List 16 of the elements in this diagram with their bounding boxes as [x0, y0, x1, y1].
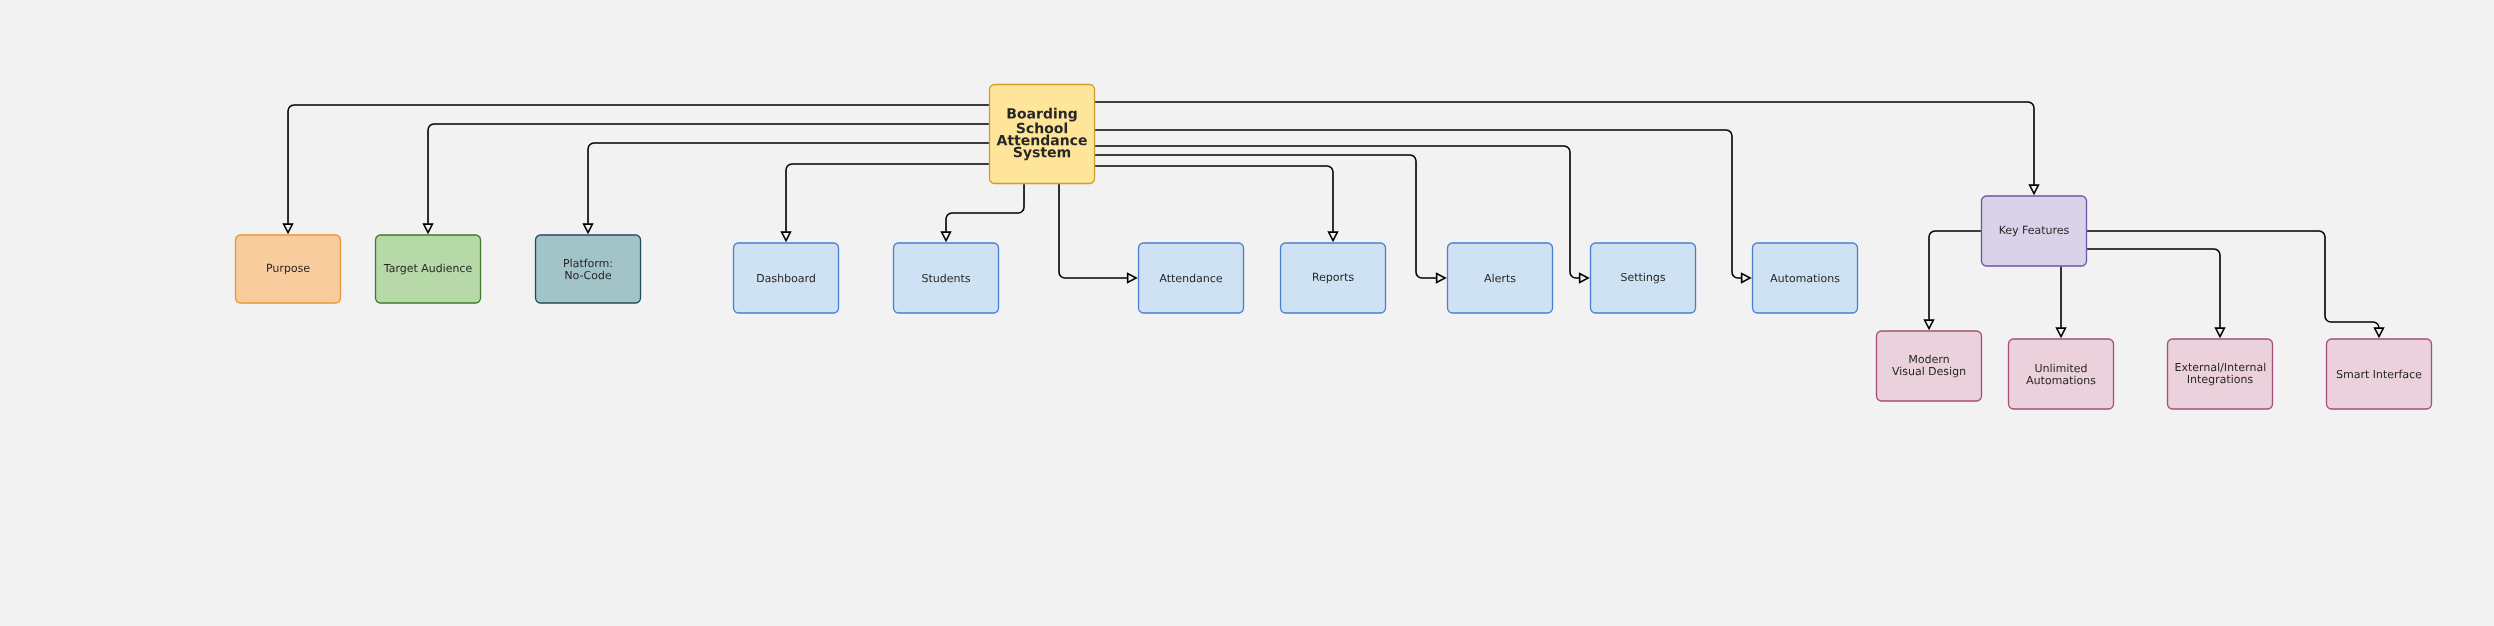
topic-box: Attendance	[1137, 242, 1245, 314]
topic-box: Purpose	[234, 234, 342, 304]
topic-box: Smart Interface	[2325, 338, 2433, 410]
topic-box: Alerts	[1446, 242, 1554, 314]
topic-box: Unlimited Automations	[2007, 338, 2115, 410]
topic-box: Target Audience	[374, 234, 482, 304]
topic-box: Settings	[1589, 242, 1697, 314]
title-box: Boarding School Attendance System	[988, 83, 1096, 185]
topic-box: Reports	[1279, 242, 1387, 314]
topic-box: Students	[892, 242, 1000, 314]
topic-box: External/Internal Integrations	[2166, 338, 2274, 410]
topic-box: Platform: No-Code	[534, 234, 642, 304]
topic-box: Modern Visual Design	[1875, 330, 1983, 402]
topic-box: Automations	[1751, 242, 1859, 314]
topic-box: Key Features	[1980, 195, 2088, 267]
topic-box: Dashboard	[732, 242, 840, 314]
